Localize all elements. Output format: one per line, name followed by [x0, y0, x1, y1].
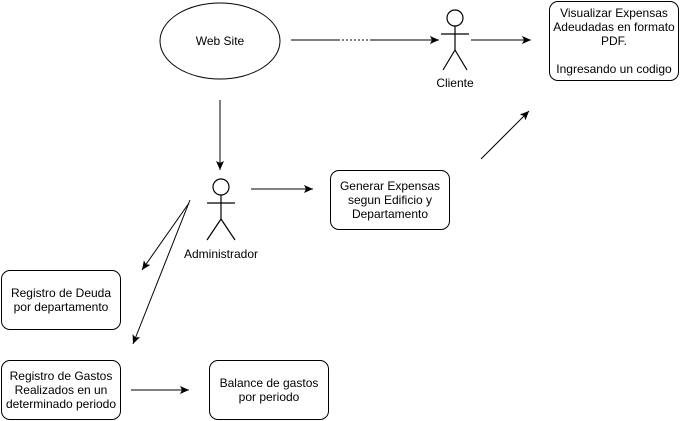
registro-gastos-box[interactable]: Registro de Gastos Realizados en un dete… [1, 360, 121, 420]
administrador-right-leg [220, 218, 236, 241]
cliente-left-leg [442, 49, 456, 71]
arrow-administrador-to-registro-deuda [141, 202, 190, 271]
registro-deuda-box[interactable]: Registro de Deuda por departamento [1, 270, 121, 330]
visualizar-expensas-box[interactable]: Visualizar Expensas Adeudadas en formato… [549, 1, 679, 81]
administrador-label: Administrador [184, 247, 258, 261]
generar-expensas-box[interactable]: Generar Expensas segun Edificio y Depart… [330, 170, 450, 230]
cliente-label: Cliente [436, 76, 474, 90]
administrador-actor[interactable] [206, 178, 236, 241]
cliente-head [446, 9, 464, 27]
arrow-generar-to-visualizar [480, 110, 530, 160]
cliente-actor[interactable] [441, 9, 469, 71]
cliente-right-leg [454, 49, 468, 71]
administrador-left-leg [206, 218, 222, 241]
website-node[interactable]: Web Site [159, 2, 281, 80]
arrow-administrador-to-registro-gastos [132, 199, 191, 345]
website-label: Web Site [196, 34, 245, 48]
balance-gastos-box[interactable]: Balance de gastos por periodo [209, 360, 329, 420]
administrador-head [212, 178, 230, 196]
